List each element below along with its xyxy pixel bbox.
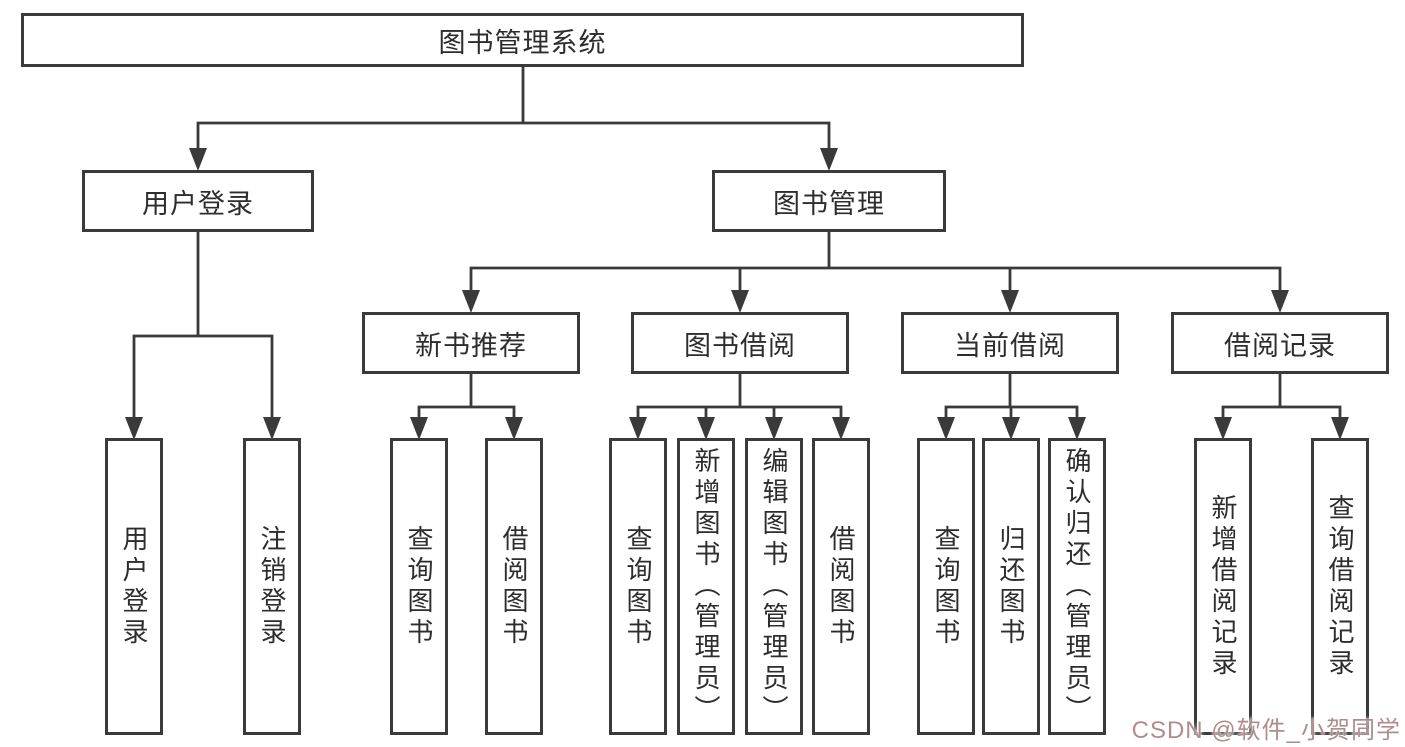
leaf-confirm-return-admin: 确认归还（管理员） <box>1048 438 1106 735</box>
node-label: 查询图书 <box>623 524 653 649</box>
node-label: 注销登录 <box>257 524 287 649</box>
leaf-borrow-books: 借阅图书 <box>812 438 870 735</box>
csdn-watermark: CSDN @软件_小贺同学 <box>1131 717 1401 744</box>
node-label: 图书管理系统 <box>438 27 607 58</box>
node-label: 借阅图书 <box>826 524 856 649</box>
arrowhead-icons <box>125 148 1349 440</box>
node-label: 借阅图书 <box>499 524 529 649</box>
leaf-query-books-borrow: 查询图书 <box>609 438 667 735</box>
node-label: 查询借阅记录 <box>1325 493 1355 680</box>
leaf-add-borrow-record: 新增借阅记录 <box>1194 438 1252 735</box>
node-label: 新增借阅记录 <box>1208 493 1238 680</box>
node-label: 编辑图书（管理员） <box>759 447 789 726</box>
node-user-login: 用户登录 <box>82 170 314 232</box>
node-label: 用户登录 <box>119 524 149 649</box>
node-label: 查询图书 <box>404 524 434 649</box>
tree-edges <box>132 65 1342 421</box>
node-book-borrow: 图书借阅 <box>631 312 849 374</box>
node-label: 用户登录 <box>142 188 254 219</box>
node-label: 归还图书 <box>996 524 1026 649</box>
node-label: 查询图书 <box>931 524 961 649</box>
node-borrow-records: 借阅记录 <box>1171 312 1389 374</box>
leaf-add-books-admin: 新增图书（管理员） <box>677 438 735 735</box>
leaf-query-books-recommend: 查询图书 <box>390 438 448 735</box>
node-current-borrow: 当前借阅 <box>901 312 1119 374</box>
leaf-borrow-books-recommend: 借阅图书 <box>485 438 543 735</box>
leaf-query-books-current: 查询图书 <box>917 438 975 735</box>
leaf-logout: 注销登录 <box>243 438 301 735</box>
node-root-library-system: 图书管理系统 <box>21 13 1024 67</box>
node-label: 新增图书（管理员） <box>691 447 721 726</box>
node-book-management: 图书管理 <box>712 170 946 232</box>
leaf-query-borrow-record: 查询借阅记录 <box>1311 438 1369 735</box>
leaf-edit-books-admin: 编辑图书（管理员） <box>745 438 803 735</box>
leaf-return-books: 归还图书 <box>982 438 1040 735</box>
node-label: 图书借阅 <box>684 330 796 361</box>
node-label: 确认归还（管理员） <box>1062 447 1092 726</box>
leaf-user-login: 用户登录 <box>105 438 163 735</box>
node-new-book-recommend: 新书推荐 <box>362 312 580 374</box>
node-label: 图书管理 <box>773 188 885 219</box>
node-label: 借阅记录 <box>1224 330 1336 361</box>
node-label: 新书推荐 <box>415 330 527 361</box>
node-label: 当前借阅 <box>954 330 1066 361</box>
